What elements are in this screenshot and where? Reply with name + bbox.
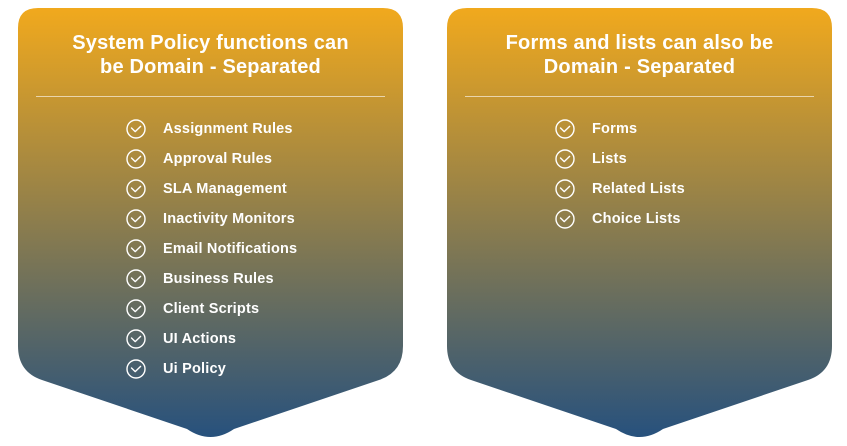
list-item: Email Notifications bbox=[126, 234, 403, 264]
card-forms-lists: Forms and lists can also be Domain - Sep… bbox=[447, 8, 832, 440]
card-title-line: Forms and lists can also be bbox=[505, 32, 774, 54]
check-circle-icon bbox=[555, 119, 575, 139]
list-item: Inactivity Monitors bbox=[126, 204, 403, 234]
feature-list: Forms Lists Related Lists Choice Lists bbox=[447, 114, 832, 234]
check-circle-icon bbox=[126, 209, 146, 229]
list-item: UI Actions bbox=[126, 324, 403, 354]
list-item-label: Business Rules bbox=[163, 271, 274, 287]
card-system-policy: System Policy functions can be Domain - … bbox=[18, 8, 403, 440]
check-circle-icon bbox=[555, 209, 575, 229]
card-title: Forms and lists can also be Domain - Sep… bbox=[447, 8, 832, 79]
list-item-label: SLA Management bbox=[163, 181, 287, 197]
list-item-label: Approval Rules bbox=[163, 151, 273, 167]
list-item: Approval Rules bbox=[126, 144, 403, 174]
divider bbox=[36, 96, 385, 97]
check-circle-icon bbox=[555, 149, 575, 169]
check-circle-icon bbox=[126, 269, 146, 289]
check-circle-icon bbox=[126, 149, 146, 169]
check-circle-icon bbox=[126, 299, 146, 319]
list-item: Forms bbox=[555, 114, 832, 144]
card-title-line: Domain - Separated bbox=[543, 56, 736, 78]
check-circle-icon bbox=[126, 239, 146, 259]
list-item: Business Rules bbox=[126, 264, 403, 294]
list-item-label: Lists bbox=[592, 151, 627, 167]
list-item-label: Assignment Rules bbox=[163, 121, 293, 137]
list-item-label: Email Notifications bbox=[163, 241, 298, 257]
banner-ribbon-shape bbox=[18, 8, 403, 437]
list-item-label: Related Lists bbox=[592, 181, 685, 197]
list-item-label: Choice Lists bbox=[592, 211, 681, 227]
card-title-line: System Policy functions can bbox=[72, 32, 349, 54]
card-title-line: be Domain - Separated bbox=[100, 56, 321, 78]
check-circle-icon bbox=[126, 359, 146, 379]
list-item: SLA Management bbox=[126, 174, 403, 204]
list-item-label: UI Actions bbox=[163, 331, 237, 347]
list-item: Lists bbox=[555, 144, 832, 174]
list-item-label: Client Scripts bbox=[163, 301, 260, 317]
feature-list: Assignment Rules Approval Rules SLA Mana… bbox=[18, 114, 403, 384]
list-item: Client Scripts bbox=[126, 294, 403, 324]
list-item-label: Ui Policy bbox=[163, 361, 227, 377]
list-item: Ui Policy bbox=[126, 354, 403, 384]
card-title: System Policy functions can be Domain - … bbox=[18, 8, 403, 79]
check-circle-icon bbox=[126, 179, 146, 199]
list-item: Related Lists bbox=[555, 174, 832, 204]
list-item: Choice Lists bbox=[555, 204, 832, 234]
divider bbox=[465, 96, 814, 97]
banner-ribbon-shape bbox=[447, 8, 832, 437]
check-circle-icon bbox=[555, 179, 575, 199]
list-item-label: Inactivity Monitors bbox=[163, 211, 295, 227]
list-item: Assignment Rules bbox=[126, 114, 403, 144]
check-circle-icon bbox=[126, 329, 146, 349]
list-item-label: Forms bbox=[592, 121, 638, 137]
check-circle-icon bbox=[126, 119, 146, 139]
